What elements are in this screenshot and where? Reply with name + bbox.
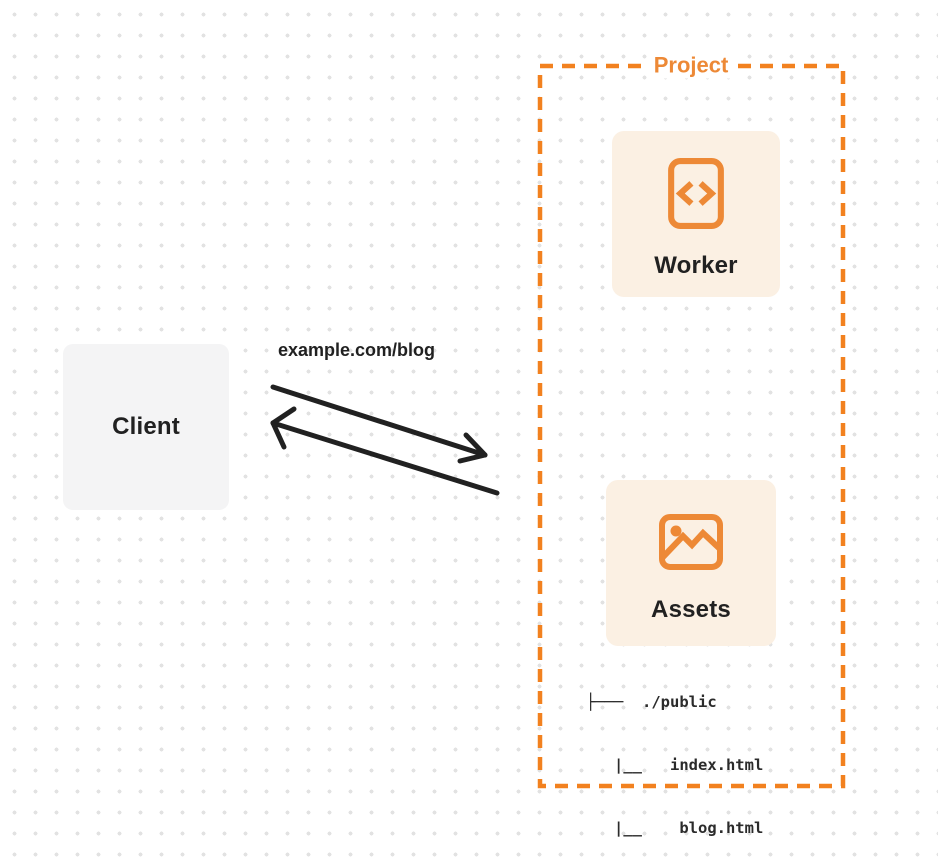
- tree-line: ├─── ./public: [586, 693, 717, 711]
- request-arrow: [270, 384, 488, 464]
- client-node: Client: [63, 344, 229, 510]
- tree-line: |__ blog.html: [586, 819, 764, 837]
- code-document-icon: [668, 158, 724, 229]
- tree-line: |__ index.html: [586, 756, 764, 774]
- assets-file-tree: ├─── ./public |__ index.html |__ blog.ht…: [586, 650, 763, 860]
- arrowhead-right-icon: [457, 432, 488, 464]
- worker-label: Worker: [654, 252, 738, 279]
- client-label: Client: [112, 413, 180, 440]
- project-label: Project: [648, 52, 734, 79]
- image-icon: [659, 514, 723, 570]
- worker-node: Worker: [612, 131, 780, 297]
- assets-label: Assets: [651, 596, 731, 623]
- assets-node: Assets: [606, 480, 776, 646]
- arrowhead-left-icon: [270, 406, 297, 450]
- request-url-label: example.com/blog: [278, 340, 436, 360]
- response-arrow: [270, 406, 500, 496]
